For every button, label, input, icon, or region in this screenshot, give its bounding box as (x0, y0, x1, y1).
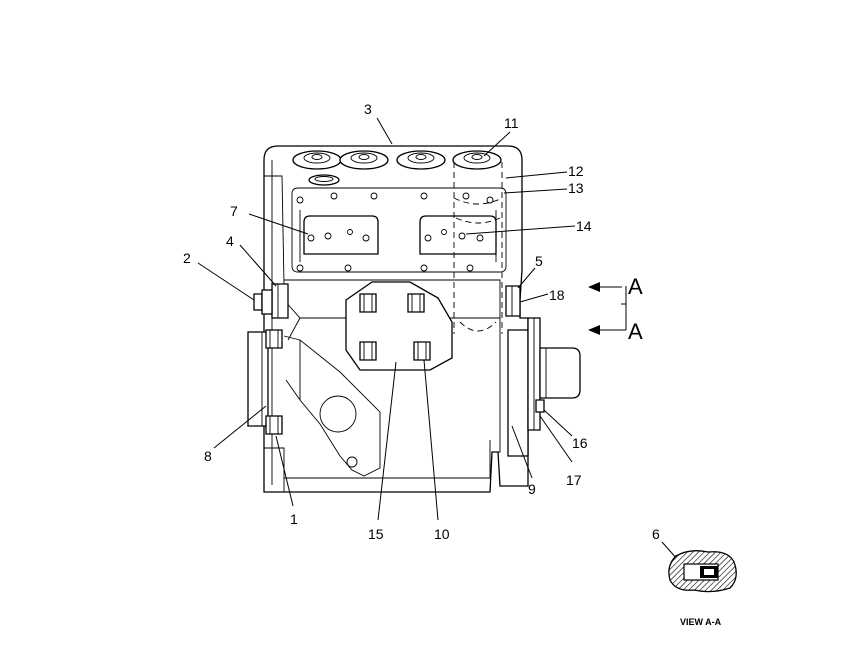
section-label-lower: A (628, 319, 643, 344)
callout-17: 17 (566, 472, 582, 488)
callout-12: 12 (568, 163, 584, 179)
leader-lines (197, 117, 679, 561)
cover-plate (345, 281, 453, 371)
callout-2: 2 (183, 250, 191, 266)
cover-bolt-top-right (407, 293, 425, 313)
callout-13: 13 (568, 180, 584, 196)
callout-16: 16 (572, 435, 588, 451)
cover-bolt-bottom-left (359, 341, 377, 361)
callout-5: 5 (535, 253, 543, 269)
section-label-upper: A (628, 274, 643, 299)
callout-15: 15 (368, 526, 384, 542)
detail-view-a-a: VIEW A-A (668, 550, 737, 627)
cover-bolt-bottom-right (413, 341, 431, 361)
section-marker-a-a: A A (588, 274, 643, 344)
cover-bolt-top-left (359, 293, 377, 313)
callout-labels: 3 11 12 13 14 7 4 2 5 18 8 1 15 10 9 16 … (183, 101, 660, 542)
callout-10: 10 (434, 526, 450, 542)
callout-7: 7 (230, 203, 238, 219)
callout-18: 18 (549, 287, 565, 303)
callout-6: 6 (652, 526, 660, 542)
bore-row (292, 150, 502, 186)
callout-1: 1 (290, 511, 298, 527)
pump-housing (247, 145, 581, 493)
callout-11: 11 (504, 115, 519, 131)
section-arrow-lower (588, 325, 600, 335)
callout-3: 3 (364, 101, 372, 117)
detail-caption: VIEW A-A (680, 617, 722, 627)
callout-14: 14 (576, 218, 592, 234)
callout-9: 9 (528, 481, 536, 497)
callout-8: 8 (204, 448, 212, 464)
section-arrow-upper (588, 282, 600, 292)
callout-4: 4 (226, 233, 234, 249)
